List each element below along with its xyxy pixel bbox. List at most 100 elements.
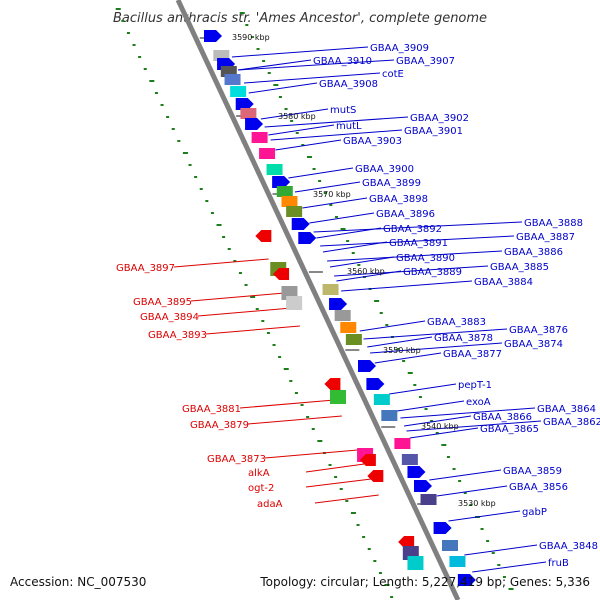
gene-label[interactable]: GBAA_3896	[376, 209, 435, 220]
tick-mark	[188, 164, 192, 166]
gene-block-forward	[224, 74, 241, 85]
gene-label[interactable]: GBAA_3877	[443, 349, 502, 360]
gene-label[interactable]: GBAA_3873	[207, 454, 266, 465]
gene-label[interactable]: GBAA_3881	[182, 404, 241, 415]
gene-label[interactable]: GBAA_3878	[434, 333, 493, 344]
gene-label[interactable]: GBAA_3900	[355, 164, 414, 175]
gene-label[interactable]: GBAA_3879	[190, 420, 249, 431]
kbp-label: 3540 kbp	[421, 422, 459, 431]
tick-mark	[339, 488, 343, 490]
gene-label[interactable]: exoA	[466, 397, 491, 408]
gene-label[interactable]: GBAA_3897	[116, 263, 175, 274]
gene-label[interactable]: GBAA_3903	[343, 136, 402, 147]
gene-label[interactable]: GBAA_3894	[140, 312, 199, 323]
gene-label[interactable]: GBAA_3864	[537, 404, 596, 415]
gene-block-forward	[420, 494, 437, 505]
accession-text: Accession: NC_007530	[10, 575, 146, 589]
gene-label[interactable]: GBAA_3895	[133, 297, 192, 308]
gene-label[interactable]: GBAA_3892	[383, 224, 442, 235]
leader-line	[336, 270, 402, 282]
tick-mark	[317, 440, 323, 442]
tick-mark	[334, 216, 338, 218]
tick-mark	[378, 572, 382, 574]
cds-forward-arrow	[298, 232, 317, 244]
gene-label[interactable]: mutL	[336, 121, 362, 132]
gene-label[interactable]: GBAA_3890	[396, 253, 455, 264]
genome-summary-text: Topology: circular; Length: 5,227,419 bp…	[259, 575, 590, 589]
gene-label[interactable]: GBAA_3885	[490, 262, 549, 273]
gene-label[interactable]: GBAA_3902	[410, 113, 469, 124]
gene-label[interactable]: GBAA_3907	[396, 56, 455, 67]
tick-mark	[160, 104, 164, 106]
gene-label[interactable]: GBAA_3874	[504, 339, 563, 350]
tick-mark	[356, 524, 360, 526]
tick-mark	[469, 504, 473, 506]
tick-mark	[374, 300, 380, 302]
gene-label[interactable]: GBAA_3883	[427, 317, 486, 328]
gene-label[interactable]: GBAA_3909	[370, 43, 429, 54]
leader-line	[404, 415, 472, 427]
kbp-label: 3570 kbp	[313, 190, 351, 199]
gene-label[interactable]: GBAA_3859	[503, 466, 562, 477]
leader-line	[327, 250, 503, 262]
tick-mark	[255, 308, 259, 310]
cds-forward-arrow	[358, 360, 376, 372]
genome-backbone	[175, 0, 461, 600]
gene-label[interactable]: GBAA_3893	[148, 330, 207, 341]
tick-mark	[294, 392, 298, 394]
gene-label[interactable]: GBAA_3876	[509, 325, 568, 336]
gene-label[interactable]: GBAA_3866	[473, 412, 532, 423]
gene-block-forward	[322, 284, 339, 295]
gene-label[interactable]: GBAA_3862	[543, 417, 600, 428]
gene-label[interactable]: GBAA_3889	[403, 267, 462, 278]
gene-label[interactable]: GBAA_3910	[313, 56, 372, 67]
tick-mark	[402, 360, 406, 362]
gene-label[interactable]: GBAA_3888	[524, 218, 583, 229]
gene-label[interactable]: gabP	[522, 507, 547, 518]
gene-label[interactable]: GBAA_3901	[404, 126, 463, 137]
gene-label[interactable]: ogt-2	[248, 483, 274, 494]
gene-label[interactable]: fruB	[548, 558, 569, 569]
gene-label[interactable]: cotE	[382, 69, 404, 80]
tick-mark	[278, 356, 282, 358]
map-title: Bacillus anthracis str. 'Ames Ancestor',…	[113, 11, 487, 26]
gene-label[interactable]: GBAA_3899	[362, 178, 421, 189]
tick-mark	[216, 224, 222, 226]
gene-label[interactable]: GBAA_3898	[369, 194, 428, 205]
leader-line	[374, 352, 442, 364]
tick-mark	[446, 456, 450, 458]
tick-mark	[306, 156, 312, 158]
cds-forward-arrow	[272, 176, 291, 188]
leader-line	[305, 463, 365, 473]
cds-forward-arrow	[366, 378, 385, 390]
gene-label[interactable]: GBAA_3886	[504, 247, 563, 258]
gene-label[interactable]: GBAA_3865	[480, 424, 539, 435]
leader-line	[173, 258, 269, 268]
gene-label[interactable]: GBAA_3887	[516, 232, 575, 243]
gene-block-forward	[286, 206, 303, 217]
gene-label[interactable]: GBAA_3856	[509, 482, 568, 493]
gene-label[interactable]: pepT-1	[458, 380, 492, 391]
tick-mark	[177, 140, 181, 142]
gene-label[interactable]: mutS	[330, 105, 356, 116]
leader-line	[294, 181, 361, 193]
gene-label[interactable]: GBAA_3908	[319, 79, 378, 90]
gene-block-forward	[251, 132, 268, 143]
leader-line	[205, 325, 300, 335]
leader-line	[313, 221, 523, 233]
tick-mark	[390, 596, 394, 598]
gene-block-forward	[230, 86, 247, 97]
gene-label[interactable]: alkA	[248, 468, 270, 479]
cds-forward-arrow	[329, 298, 348, 310]
tick-mark	[345, 500, 349, 502]
tick-mark	[149, 80, 155, 82]
gene-block-forward	[276, 186, 293, 197]
leader-line	[320, 235, 515, 247]
gene-label[interactable]: GBAA_3848	[539, 541, 598, 552]
tick-mark	[312, 168, 316, 170]
gene-label[interactable]: GBAA_3891	[389, 238, 448, 249]
gene-label[interactable]: GBAA_3884	[474, 277, 533, 288]
gene-label[interactable]: adaA	[257, 499, 283, 510]
gene-block-forward	[213, 50, 230, 61]
gene-features	[204, 30, 476, 586]
